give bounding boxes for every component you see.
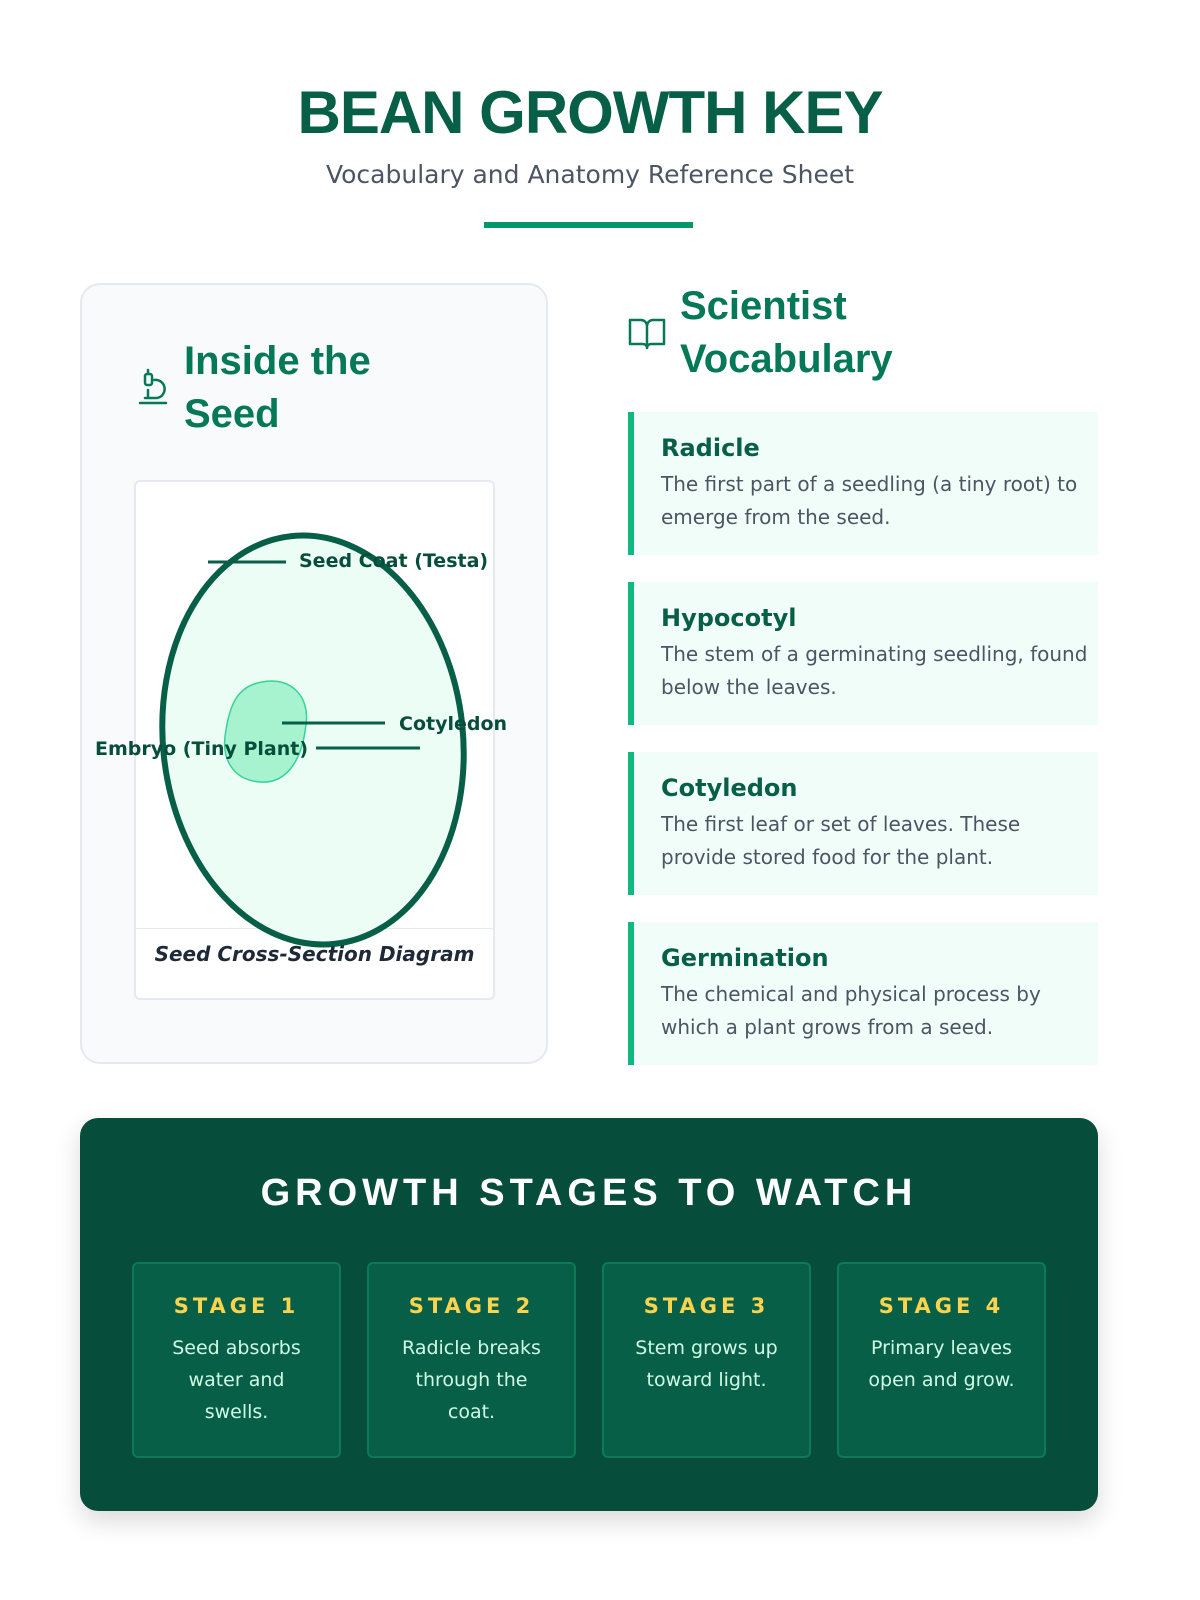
stage-text: Primary leaves open and grow. <box>868 1337 1015 1391</box>
stage-card-3: STAGE 3 Stem grows up toward light. <box>602 1262 811 1458</box>
vocab-term: Radicle <box>661 434 760 462</box>
title-divider <box>484 222 693 228</box>
vocab-title-line2: Vocabulary <box>680 337 893 381</box>
seed-title-line2: Seed <box>184 392 280 436</box>
stage-text: Stem grows up toward light. <box>635 1337 778 1391</box>
embryo-shape <box>223 680 308 783</box>
page-title: BEAN GROWTH KEY <box>297 79 884 146</box>
vocab-definition: The chemical and physical process by whi… <box>661 982 1041 1039</box>
stage-label: STAGE 2 <box>408 1294 535 1318</box>
microscope-icon <box>138 368 168 405</box>
stage-card-2: STAGE 2 Radicle breaks through the coat. <box>367 1262 576 1458</box>
vocab-definition: The first leaf or set of leaves. These p… <box>661 812 1021 869</box>
vocab-term: Germination <box>661 944 829 972</box>
stage-card-1: STAGE 1 Seed absorbs water and swells. <box>132 1262 341 1458</box>
vocab-definition: The first part of a seedling (a tiny roo… <box>661 472 1078 529</box>
diagram-caption: Seed Cross-Section Diagram <box>154 942 475 966</box>
embryo-label: Embryo (Tiny Plant) <box>95 738 309 760</box>
stage-label: STAGE 3 <box>643 1294 770 1318</box>
stage-label: STAGE 1 <box>173 1294 300 1318</box>
seed-title-line1: Inside the <box>184 339 371 383</box>
cotyledon-label: Cotyledon <box>399 713 508 735</box>
vocab-term: Cotyledon <box>661 774 798 802</box>
vocab-section-title: Scientist Vocabulary <box>680 280 893 386</box>
vocab-definition: The stem of a germinating seedling, foun… <box>661 642 1088 699</box>
stage-text: Seed absorbs water and swells. <box>172 1337 301 1423</box>
vocab-title-line1: Scientist <box>680 284 847 328</box>
page-subtitle: Vocabulary and Anatomy Reference Sheet <box>325 160 855 189</box>
stage-text: Radicle breaks through the coat. <box>402 1337 541 1423</box>
book-open-icon <box>628 318 666 350</box>
seed-coat-shape <box>159 532 467 948</box>
vocab-term: Hypocotyl <box>661 604 797 632</box>
stage-card-4: STAGE 4 Primary leaves open and grow. <box>837 1262 1046 1458</box>
seed-section-title: Inside the Seed <box>184 335 371 441</box>
stage-label: STAGE 4 <box>878 1294 1005 1318</box>
growth-stages-title: GROWTH STAGES TO WATCH <box>260 1172 918 1214</box>
seed-coat-label: Seed Coat (Testa) <box>299 550 489 572</box>
seed-cross-section <box>159 532 467 948</box>
